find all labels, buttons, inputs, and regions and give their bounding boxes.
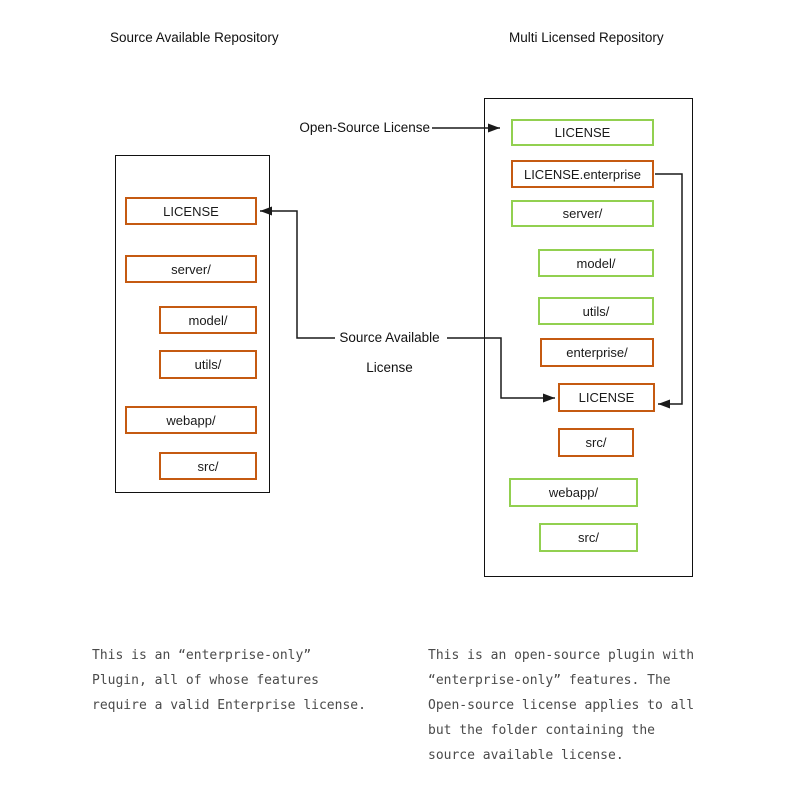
right-repo-box-src: src/ xyxy=(539,523,638,552)
right-repo-box-license-inner: LICENSE xyxy=(558,383,655,412)
left-repo-box-model: model/ xyxy=(159,306,257,334)
right-repo-box-server: server/ xyxy=(511,200,654,227)
right-repo-box-webapp: webapp/ xyxy=(509,478,638,507)
left-repo-box-webapp: webapp/ xyxy=(125,406,257,434)
right-repo-box-src-enterprise: src/ xyxy=(558,428,634,457)
source-available-label-line1: Source Available xyxy=(339,330,440,345)
right-repo-box-utils: utils/ xyxy=(538,297,654,325)
left-repo-note: This is an “enterprise-only” Plugin, all… xyxy=(92,648,366,713)
right-repo-box-license-open: LICENSE xyxy=(511,119,654,146)
source-available-label-line2: License xyxy=(366,360,413,375)
right-repo-box-enterprise-folder: enterprise/ xyxy=(540,338,654,367)
right-repo-box-model: model/ xyxy=(538,249,654,277)
left-repo-box-license: LICENSE xyxy=(125,197,257,225)
left-repo-box-utils: utils/ xyxy=(159,350,257,379)
arrow-source-available-to-left-license xyxy=(260,206,335,339)
left-repo-box-server: server/ xyxy=(125,255,257,283)
right-repo-note: This is an open-source plugin with “ente… xyxy=(428,648,695,763)
left-repo-title: Source Available Repository xyxy=(110,30,279,45)
open-source-license-label: Open-Source License xyxy=(299,120,430,135)
right-repo-title: Multi Licensed Repository xyxy=(509,30,664,45)
left-repo-box-src: src/ xyxy=(159,452,257,480)
right-repo-box-license-enterprise: LICENSE.enterprise xyxy=(511,160,654,188)
